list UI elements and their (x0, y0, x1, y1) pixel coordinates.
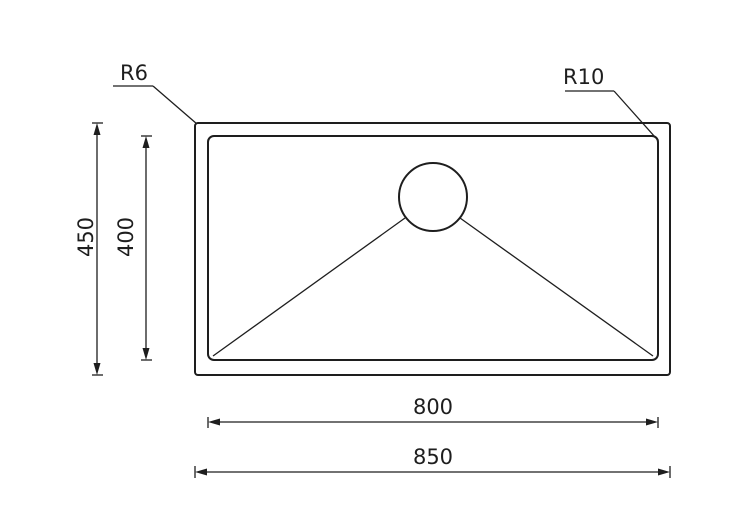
drain-circle (398, 162, 468, 232)
width-850-label: 850 (413, 445, 453, 469)
height-400-dimension: 400 (114, 135, 152, 361)
r10-label: R10 (563, 65, 604, 89)
width-850-dimension: 850 (194, 445, 671, 478)
r10-callout: R10 (563, 65, 656, 138)
slope-line-left (212, 217, 406, 357)
height-400-label: 400 (114, 217, 138, 257)
height-450-label: 450 (74, 217, 98, 257)
width-800-label: 800 (413, 395, 453, 419)
width-800-dimension: 800 (207, 395, 659, 428)
sink-outer-outline (194, 122, 671, 376)
height-450-dimension: 450 (74, 122, 103, 376)
slope-line-right (459, 217, 654, 357)
r6-label: R6 (120, 61, 148, 85)
sink-inner-bowl (207, 135, 659, 361)
r6-callout: R6 (113, 61, 198, 125)
